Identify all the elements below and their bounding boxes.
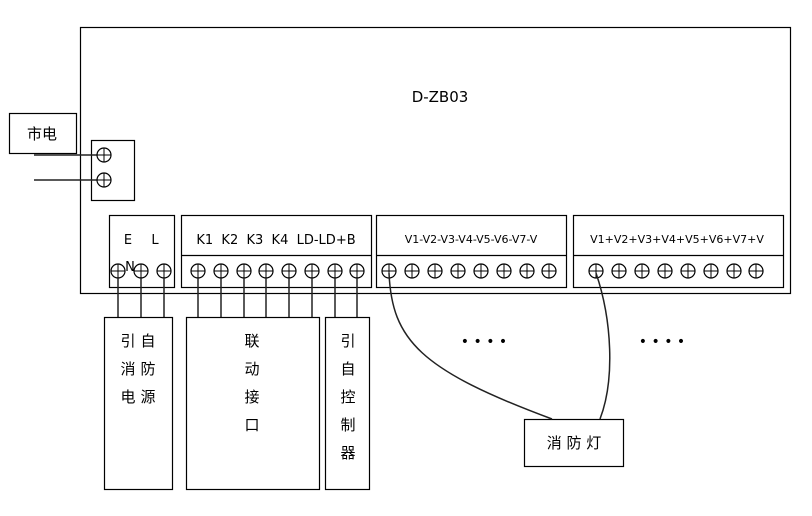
terminal-screw-icon: [496, 263, 512, 279]
linkage-2: 接: [244, 388, 259, 406]
mains-box: [8, 112, 78, 155]
linkage-interface-box: [185, 316, 321, 491]
terminal-screw-icon: [327, 263, 343, 279]
terminal-screw-icon: [611, 263, 627, 279]
controller-3: 制: [340, 416, 355, 434]
power-input-terminal: [90, 139, 136, 202]
label-l: L: [151, 233, 159, 248]
terminal-screw-icon: [680, 263, 696, 279]
fire-power-c1-2: 电: [120, 388, 135, 406]
lamp-wire-minus: [388, 272, 553, 420]
fire-lamp-box: [523, 418, 625, 468]
terminal-screw-icon: [213, 263, 229, 279]
power-screw-icon: [96, 172, 112, 188]
fire-power-c1-0: 引: [120, 332, 135, 350]
terminal-block-linkage: [180, 214, 373, 289]
terminal-screw-icon: [703, 263, 719, 279]
label-e: E: [124, 233, 132, 248]
terminal-screw-icon: [657, 263, 673, 279]
terminal-screw-icon: [634, 263, 650, 279]
terminal-screw-icon: [258, 263, 274, 279]
fire-power-c1-1: 消: [120, 360, 135, 378]
controller-box: [324, 316, 371, 491]
fire-power-c2-1: 防: [140, 360, 155, 378]
fire-lamp-label: 消 防 灯: [547, 434, 602, 452]
linkage-1: 动: [244, 360, 259, 378]
terminal-block-v-plus: [572, 214, 785, 289]
terminal-screw-icon: [450, 263, 466, 279]
terminal-screw-icon: [110, 263, 126, 279]
device-enclosure: [79, 26, 792, 295]
terminal-screw-icon: [190, 263, 206, 279]
label-v-plus: V1+V2+V3+V4+V5+V6+V7+V: [590, 233, 764, 246]
terminal-screw-icon: [541, 263, 557, 279]
terminal-screw-icon: [133, 263, 149, 279]
terminal-block-v-minus: [375, 214, 568, 289]
linkage-3: 口: [244, 416, 259, 434]
terminal-screw-icon: [726, 263, 742, 279]
controller-0: 引: [340, 332, 355, 350]
label-n: N: [125, 260, 135, 275]
lamp-wire-plus: [595, 272, 611, 420]
label-v-minus: V1-V2-V3-V4-V5-V6-V7-V: [405, 233, 538, 246]
terminal-screw-icon: [519, 263, 535, 279]
fire-power-c2-0: 自: [140, 332, 155, 350]
device-model: D-ZB03: [412, 88, 469, 106]
controller-2: 控: [340, 388, 355, 406]
fire-power-box: [103, 316, 174, 491]
controller-4: 器: [340, 444, 355, 462]
terminal-screw-icon: [304, 263, 320, 279]
fire-power-c2-2: 源: [140, 388, 155, 406]
terminal-screw-icon: [236, 263, 252, 279]
ellipsis-minus: • • • •: [461, 334, 507, 350]
controller-1: 自: [340, 360, 355, 378]
terminal-screw-icon: [588, 263, 604, 279]
label-linkage: K1 K2 K3 K4 LD-LD+B: [196, 233, 355, 248]
terminal-screw-icon: [156, 263, 172, 279]
terminal-screw-icon: [281, 263, 297, 279]
terminal-screw-icon: [473, 263, 489, 279]
mains-label: 市电: [27, 125, 57, 143]
ellipsis-plus: • • • •: [639, 334, 685, 350]
terminal-screw-icon: [349, 263, 365, 279]
terminal-screw-icon: [404, 263, 420, 279]
linkage-0: 联: [244, 332, 259, 350]
terminal-screw-icon: [427, 263, 443, 279]
terminal-screw-icon: [748, 263, 764, 279]
power-screw-icon: [96, 147, 112, 163]
terminal-block-power: [108, 214, 176, 289]
